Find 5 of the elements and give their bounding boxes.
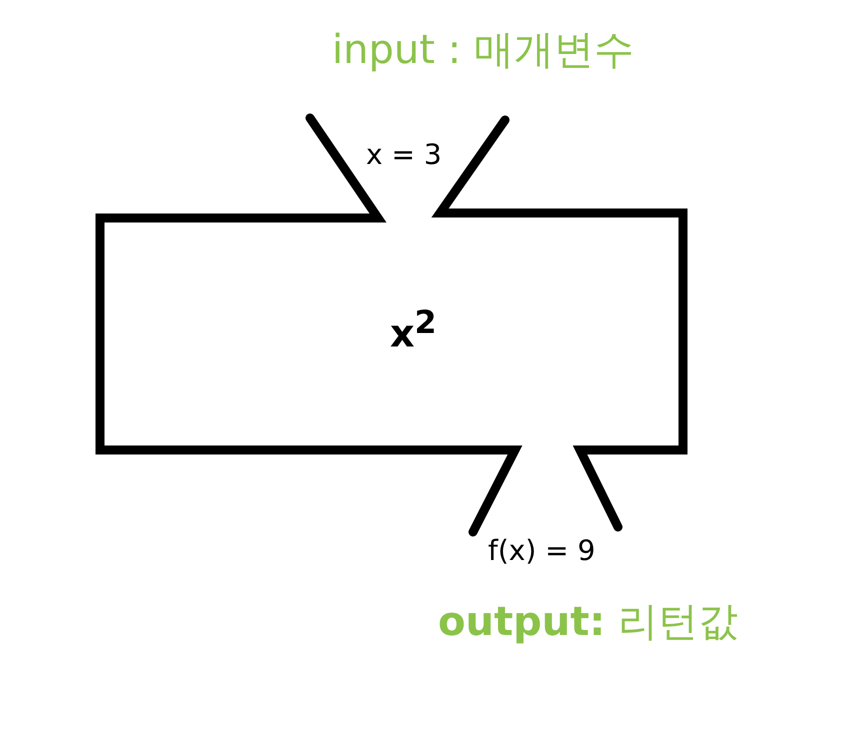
output-value: f(x) = 9	[488, 536, 596, 567]
input-value: x = 3	[366, 140, 442, 171]
output-label: output: 리턴값	[438, 600, 738, 644]
input-label: input : 매개변수	[332, 28, 634, 72]
function-expression: x$^{2}$	[390, 305, 437, 356]
